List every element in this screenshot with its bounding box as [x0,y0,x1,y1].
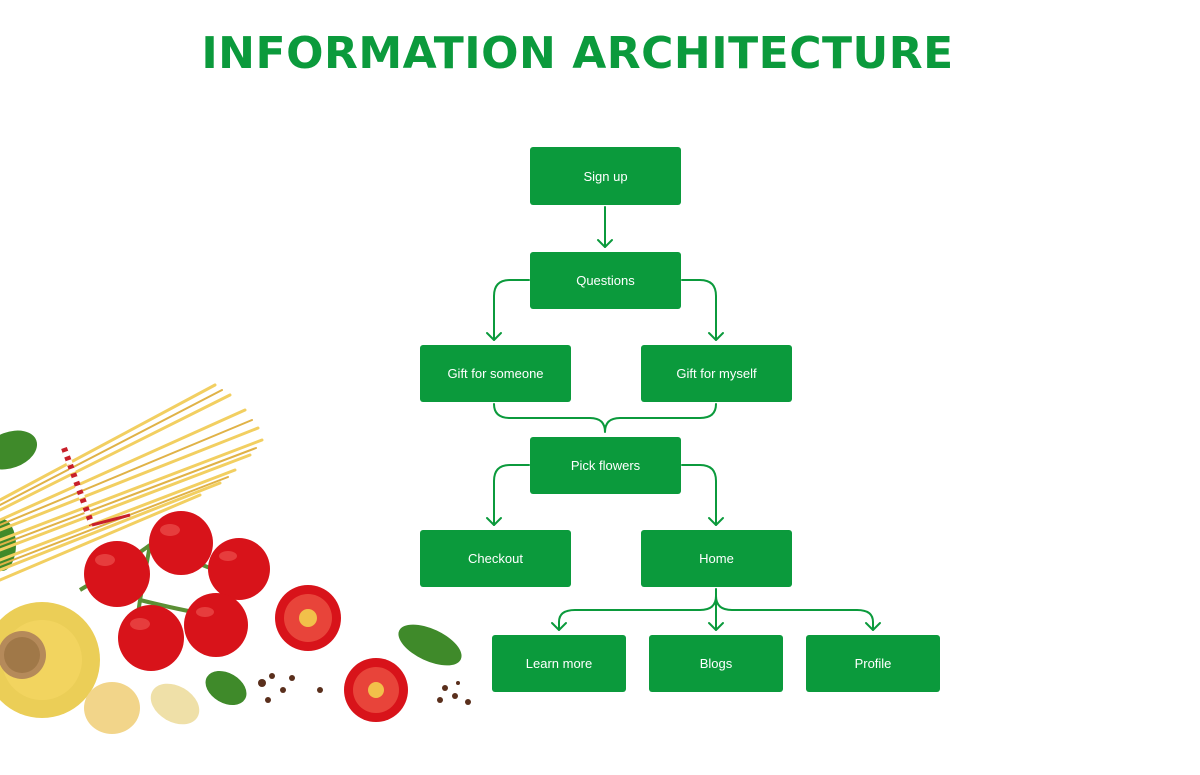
node-sign-up: Sign up [530,147,681,205]
node-gift-for-myself: Gift for myself [641,345,792,402]
node-gift-for-someone: Gift for someone [420,345,571,402]
node-questions: Questions [530,252,681,309]
node-learn-more: Learn more [492,635,626,692]
node-profile: Profile [806,635,940,692]
node-blogs: Blogs [649,635,783,692]
page-title: INFORMATION ARCHITECTURE [201,28,954,79]
node-pick-flowers: Pick flowers [530,437,681,494]
node-home: Home [641,530,792,587]
node-checkout: Checkout [420,530,571,587]
pasta-tomatoes-olive-oil-image [0,383,471,734]
